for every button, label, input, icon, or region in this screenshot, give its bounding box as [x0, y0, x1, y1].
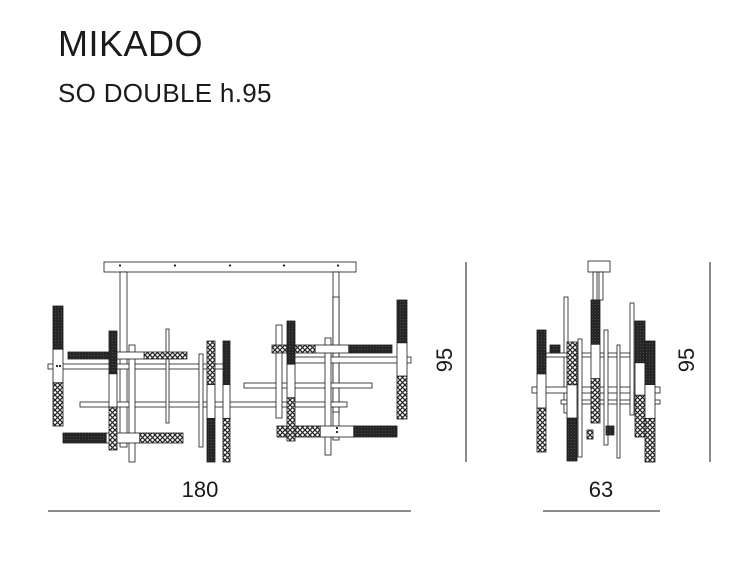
light-module [644, 340, 656, 463]
lattice-diffuser [536, 407, 547, 453]
light-body [206, 384, 216, 419]
dark-diffuser [566, 417, 578, 462]
light-module [206, 340, 216, 463]
rod [292, 356, 412, 364]
screw-dot [335, 430, 339, 434]
lattice-diffuser [644, 418, 656, 463]
rod [47, 363, 225, 370]
ceiling-canopy [587, 260, 611, 273]
screw-dot [336, 264, 340, 267]
side-depth-label: 63 [589, 477, 613, 502]
light-body [396, 342, 408, 377]
rod [560, 399, 661, 405]
lattice-diffuser [276, 425, 321, 438]
dark-diffuser [348, 344, 393, 354]
light-body [566, 384, 578, 419]
light-body [108, 373, 118, 408]
rod [165, 328, 170, 424]
lattice-diffuser [108, 406, 118, 451]
light-module [536, 329, 547, 453]
rod [198, 353, 204, 448]
screw-dot [228, 264, 232, 267]
lattice-diffuser [396, 375, 408, 420]
rod [128, 344, 136, 463]
dark-diffuser [396, 299, 408, 344]
light-body [634, 362, 646, 396]
rod [275, 324, 283, 419]
dark-diffuser [644, 340, 656, 385]
dark-diffuser [549, 344, 561, 354]
rod [324, 337, 332, 456]
lattice-diffuser [566, 341, 578, 386]
rod [616, 344, 621, 459]
lattice-diffuser [286, 397, 296, 442]
dark-diffuser [634, 320, 646, 364]
side-view [531, 260, 661, 463]
light-module [108, 330, 118, 451]
screw-dot [55, 364, 59, 368]
light-module [590, 299, 601, 424]
rod [119, 271, 128, 448]
screw-dot [173, 264, 177, 267]
dark-diffuser [108, 330, 118, 375]
front-view [47, 261, 412, 463]
light-body [536, 373, 547, 409]
light-module [222, 340, 231, 463]
dark-diffuser [353, 425, 398, 438]
side-height-label: 95 [674, 348, 699, 372]
light-module [634, 320, 646, 438]
dark-diffuser [52, 305, 64, 350]
dark-diffuser [286, 320, 296, 365]
lattice-diffuser [590, 378, 601, 424]
rod [598, 271, 604, 301]
light-module [396, 299, 408, 420]
light-body [590, 343, 601, 380]
lattice-diffuser [206, 340, 216, 385]
light-body [222, 384, 231, 419]
lattice-diffuser [586, 429, 594, 440]
product-subtitle: SO DOUBLE h.95 [58, 78, 272, 108]
light-module [286, 320, 296, 442]
screw-dot [58, 364, 62, 368]
front-height-label: 95 [432, 348, 457, 372]
dark-diffuser [67, 351, 112, 360]
rod [592, 271, 598, 301]
dark-diffuser [206, 418, 216, 463]
light-module [62, 432, 184, 444]
dark-diffuser [536, 329, 547, 375]
screw-dot [118, 264, 122, 267]
light-body [644, 384, 656, 419]
light-body [314, 344, 350, 354]
rod [577, 338, 583, 458]
screw-dot [335, 426, 339, 430]
rod [243, 382, 373, 389]
rod [603, 329, 609, 446]
light-body [286, 363, 296, 399]
lattice-diffuser [52, 382, 64, 427]
dark-diffuser [590, 299, 601, 345]
ceiling-canopy [103, 261, 357, 273]
lattice-diffuser [222, 418, 231, 463]
lattice-diffuser [143, 351, 188, 360]
lattice-diffuser [139, 432, 184, 444]
light-module [566, 341, 578, 462]
product-title: MIKADO [58, 23, 204, 64]
screw-dot [282, 264, 286, 267]
dark-diffuser [62, 432, 107, 444]
rod [332, 296, 340, 413]
front-width-label: 180 [182, 477, 219, 502]
lattice-diffuser [634, 394, 646, 438]
dark-diffuser [605, 425, 615, 436]
rod [629, 302, 635, 416]
dark-diffuser [222, 340, 231, 385]
light-module [67, 351, 188, 360]
